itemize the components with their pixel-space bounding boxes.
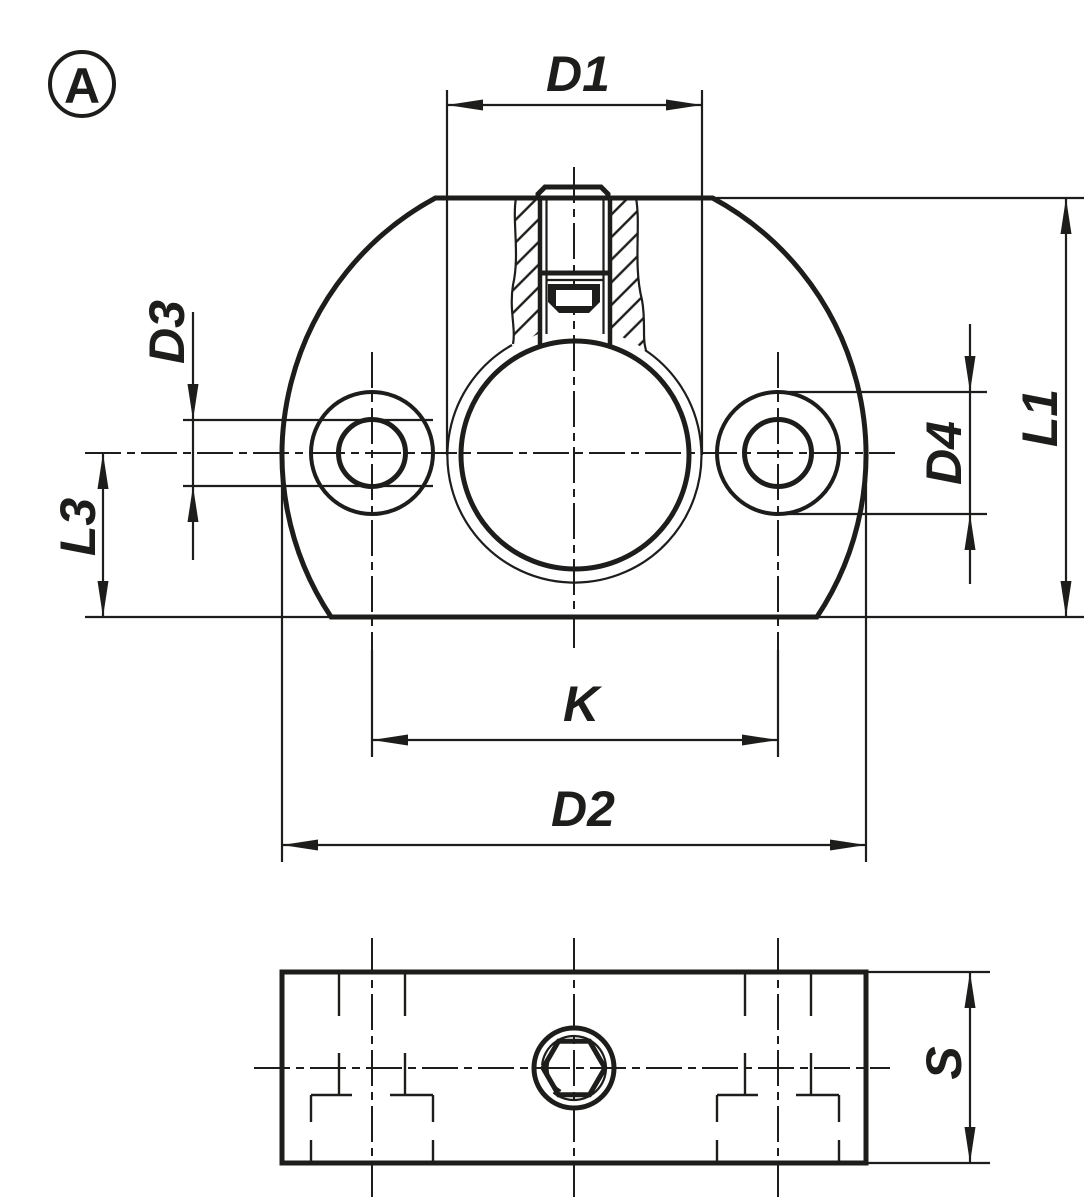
central-bore <box>458 338 692 572</box>
right-hole-circle <box>742 417 814 489</box>
plate-outline <box>279 969 869 1166</box>
dim-label-l3: L3 <box>50 498 106 557</box>
front-view: D1 D3 L3 D4 <box>50 46 1084 862</box>
set-screw-socket <box>556 290 592 306</box>
screw-outer-circle <box>531 1025 617 1111</box>
d4-arrow-top <box>964 356 976 392</box>
recess-circle <box>446 344 703 584</box>
l1-arrow-top <box>1060 198 1072 234</box>
dim-k: K <box>370 650 780 757</box>
side-view-centerlines <box>254 938 890 1197</box>
dim-l1: L1 <box>716 196 1084 619</box>
d1-arrow-left <box>447 99 483 111</box>
d2-arrow-right <box>830 839 866 851</box>
detail-marker-label: A <box>64 58 100 114</box>
left-hole-hidden-lines <box>309 973 435 1163</box>
k-arrow-right <box>742 734 778 746</box>
dim-label-k: K <box>563 676 603 732</box>
dim-d1: D1 <box>445 46 704 455</box>
detail-marker-a: A <box>48 50 116 118</box>
d2-arrow-left <box>282 839 318 851</box>
dim-d4: D4 <box>777 324 987 584</box>
d4-arrow-bottom <box>964 514 976 550</box>
l3-arrow-bottom <box>97 581 109 617</box>
hex-socket <box>540 1038 608 1098</box>
dim-label-d4: D4 <box>916 421 972 485</box>
k-arrow-left <box>372 734 408 746</box>
dim-label-d3: D3 <box>139 300 195 364</box>
l3-arrow-top <box>97 453 109 489</box>
dim-label-l1: L1 <box>1012 389 1068 447</box>
dim-d2: D2 <box>280 462 868 862</box>
screw-thread-arc <box>541 1034 608 1102</box>
right-hole-hidden-lines <box>715 973 841 1163</box>
side-view: S <box>254 938 990 1197</box>
left-counterbore-circle <box>309 390 435 516</box>
body-outline <box>279 195 869 620</box>
dim-label-d1: D1 <box>546 46 610 102</box>
hex-socket-screw <box>531 1025 617 1111</box>
detail-marker-circle <box>48 50 116 118</box>
dim-s: S <box>866 970 990 1165</box>
hatch-right <box>610 198 646 350</box>
d3-arrow-bottom <box>187 486 199 522</box>
l1-arrow-bottom <box>1060 581 1072 617</box>
d3-arrow-top <box>187 384 199 420</box>
s-arrow-top <box>964 972 976 1008</box>
s-arrow-bottom <box>964 1127 976 1163</box>
thread-section <box>510 184 648 351</box>
d1-arrow-right <box>666 99 702 111</box>
hatch-left <box>511 198 540 344</box>
dim-l3: L3 <box>50 453 331 619</box>
break-line-left <box>510 197 518 345</box>
dim-label-d2: D2 <box>551 781 615 837</box>
break-line-right <box>634 197 648 351</box>
dim-d3: D3 <box>139 300 433 560</box>
dim-label-s: S <box>916 1046 972 1079</box>
